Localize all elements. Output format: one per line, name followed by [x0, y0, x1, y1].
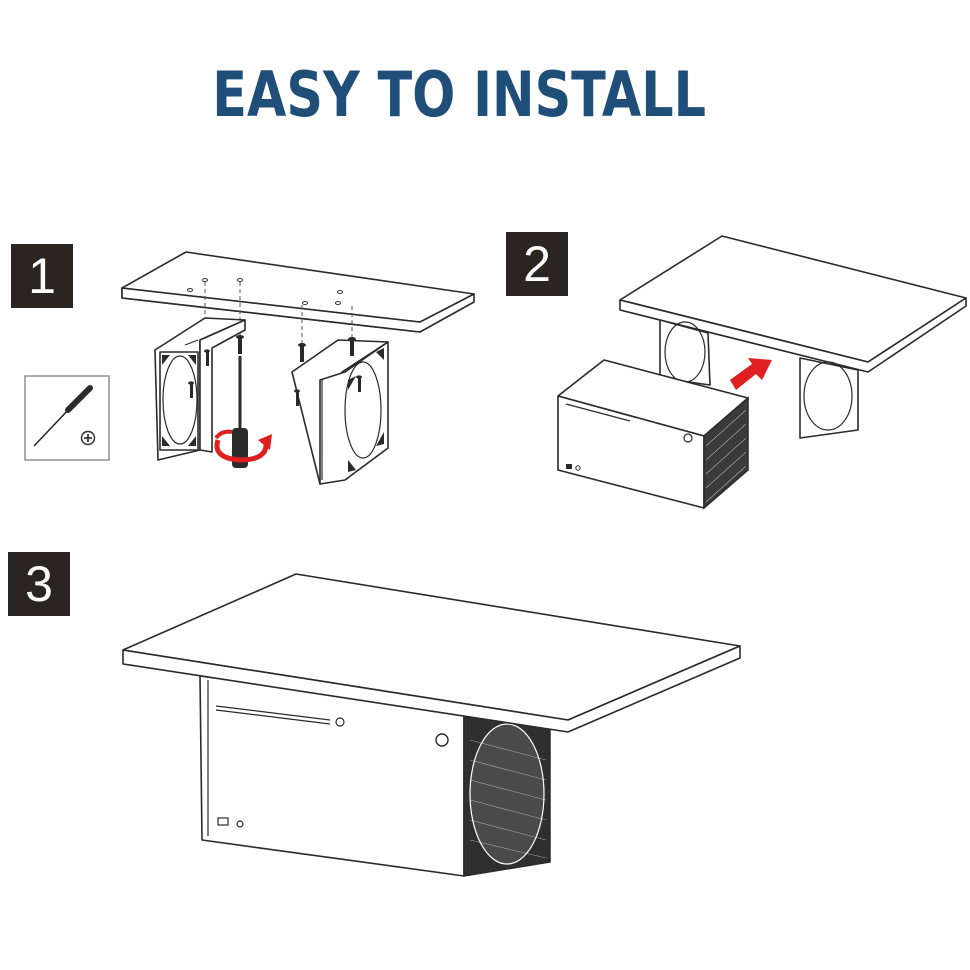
screwdriver-icon	[25, 376, 109, 460]
screwdriver-tool	[232, 356, 248, 468]
step-3-illustration	[123, 574, 740, 876]
insert-arrow-icon	[730, 358, 772, 390]
right-bracket	[292, 340, 388, 484]
left-bracket	[155, 318, 245, 460]
console	[558, 360, 748, 508]
step-2-illustration	[558, 236, 966, 508]
step-1-illustration	[25, 252, 474, 484]
